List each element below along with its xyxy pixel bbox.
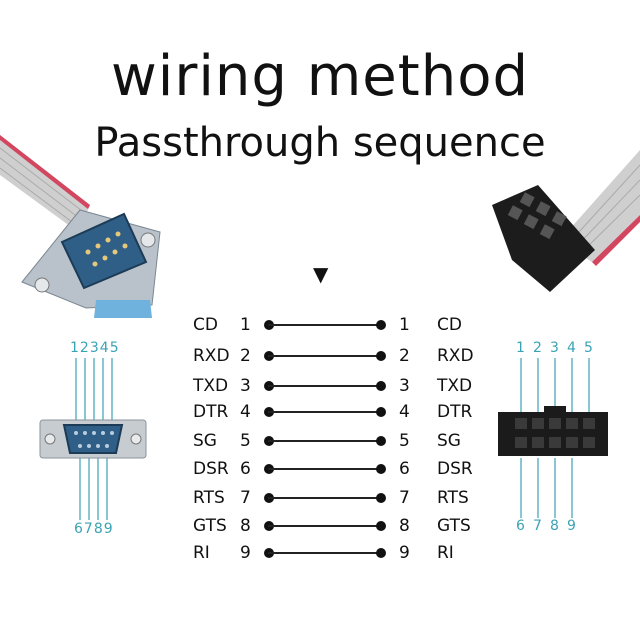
left-signal-name: TXD <box>193 376 229 396</box>
diagram-subtitle: Passthrough sequence <box>94 120 546 166</box>
wire-endpoint-right <box>376 464 386 474</box>
db9-pin-label: 5 <box>109 340 120 356</box>
wiring-row: GTS 8 8 GTS <box>0 515 640 537</box>
wire-line <box>268 525 380 527</box>
right-signal-name: TXD <box>437 376 473 396</box>
wire-endpoint-right <box>376 381 386 391</box>
right-pin-number: 2 <box>399 346 410 366</box>
left-pin-number: 1 <box>240 315 251 335</box>
left-ribbon-cable <box>0 135 90 232</box>
wiring-row: SG 5 5 SG <box>0 430 640 452</box>
idc-front-view <box>498 358 608 518</box>
wiring-row: RXD 2 2 RXD <box>0 345 640 367</box>
diagram-title: wiring method <box>110 44 530 109</box>
left-signal-name: GTS <box>193 516 227 536</box>
left-signal-name: SG <box>193 431 217 451</box>
left-pin-number: 4 <box>240 402 251 422</box>
right-signal-name: RXD <box>437 346 474 366</box>
wire-line <box>268 552 380 554</box>
left-pin-number: 5 <box>240 431 251 451</box>
right-pin-number: 5 <box>399 431 410 451</box>
db9-front-view <box>39 358 147 520</box>
idc-pin-label: 9 <box>567 518 576 534</box>
left-pin-number: 2 <box>240 346 251 366</box>
db9-pin-label: 8 <box>93 521 104 537</box>
left-signal-name: RTS <box>193 488 225 508</box>
left-signal-name: RI <box>193 543 210 563</box>
left-pin-number: 6 <box>240 459 251 479</box>
idc-pin-label: 7 <box>533 518 542 534</box>
wire-endpoint-right <box>376 407 386 417</box>
db9-pin-label: 6 <box>74 521 84 537</box>
db9-pin-labels-top: 12345 <box>70 340 120 356</box>
left-signal-name: CD <box>193 315 218 335</box>
right-signal-name: CD <box>437 315 462 335</box>
db9-pin-label: 7 <box>83 521 94 537</box>
left-pin-number: 8 <box>240 516 251 536</box>
idc-pin-label: 3 <box>550 340 559 356</box>
wiring-row: RTS 7 7 RTS <box>0 487 640 509</box>
wire-endpoint-right <box>376 521 386 531</box>
db9-pin-label: 4 <box>99 340 110 356</box>
idc-pin-label: 2 <box>533 340 542 356</box>
right-signal-name: SG <box>437 431 461 451</box>
wire-line <box>268 324 380 326</box>
right-signal-name: RTS <box>437 488 469 508</box>
left-pin-number: 9 <box>240 543 251 563</box>
wire-line <box>268 440 380 442</box>
db9-pin-label: 2 <box>79 340 90 356</box>
right-pin-number: 7 <box>399 488 410 508</box>
idc-pin-label: 5 <box>584 340 593 356</box>
wire-line <box>268 355 380 357</box>
db9-pin-label: 9 <box>103 521 114 537</box>
wire-line <box>268 468 380 470</box>
wire-endpoint-right <box>376 548 386 558</box>
wire-line <box>268 411 380 413</box>
left-pin-number: 7 <box>240 488 251 508</box>
wiring-row: DTR 4 4 DTR <box>0 401 640 423</box>
right-signal-name: RI <box>437 543 454 563</box>
wiring-row: CD 1 1 CD <box>0 314 640 336</box>
right-pin-number: 6 <box>399 459 410 479</box>
right-pin-number: 8 <box>399 516 410 536</box>
wire-endpoint-right <box>376 493 386 503</box>
right-pin-number: 9 <box>399 543 410 563</box>
left-pin-number: 3 <box>240 376 251 396</box>
idc-pin-label: 4 <box>567 340 576 356</box>
left-signal-name: RXD <box>193 346 230 366</box>
db9-connector-photo <box>21 209 161 318</box>
idc-pin-label: 1 <box>516 340 525 356</box>
idc-header-photo <box>492 185 595 292</box>
idc-pin-label: 8 <box>550 518 559 534</box>
wiring-row: RI 9 9 RI <box>0 542 640 564</box>
right-signal-name: GTS <box>437 516 471 536</box>
left-signal-name: DTR <box>193 402 229 422</box>
db9-pin-label: 1 <box>70 340 80 356</box>
wire-line <box>268 385 380 387</box>
right-pin-number: 4 <box>399 402 410 422</box>
right-signal-name: DTR <box>437 402 473 422</box>
right-signal-name: DSR <box>437 459 473 479</box>
idc-pin-label: 6 <box>516 518 525 534</box>
down-arrow-icon: ▼ <box>313 262 329 286</box>
db9-pin-labels-bottom: 6789 <box>74 521 114 537</box>
right-pin-number: 3 <box>399 376 410 396</box>
db9-pin-label: 3 <box>89 340 100 356</box>
wiring-row: DSR 6 6 DSR <box>0 458 640 480</box>
wiring-row: TXD 3 3 TXD <box>0 375 640 397</box>
wire-endpoint-right <box>376 351 386 361</box>
right-pin-number: 1 <box>399 315 410 335</box>
wire-line <box>268 497 380 499</box>
wire-endpoint-right <box>376 436 386 446</box>
left-signal-name: DSR <box>193 459 229 479</box>
wire-endpoint-right <box>376 320 386 330</box>
